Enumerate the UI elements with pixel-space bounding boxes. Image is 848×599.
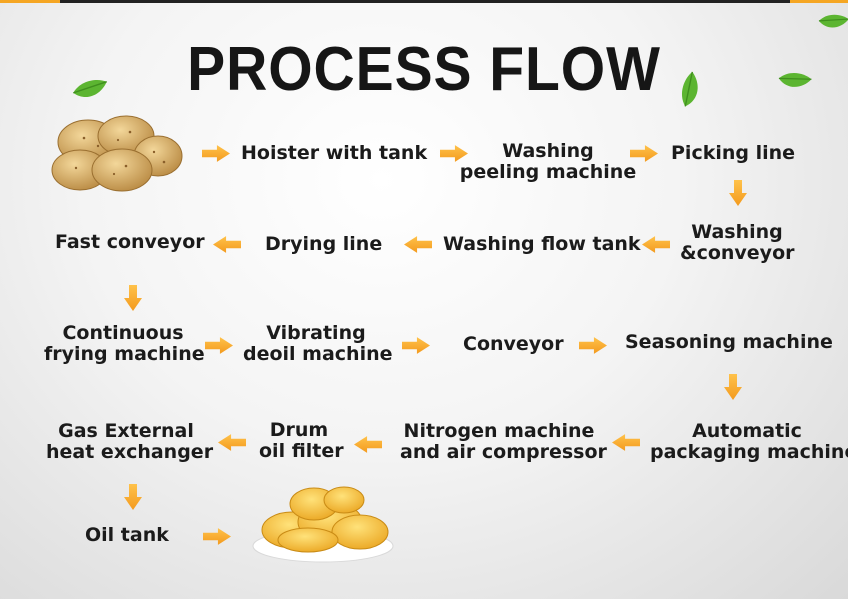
- step-conveyor: Conveyor: [463, 333, 564, 355]
- top-accent-left: [0, 0, 60, 3]
- top-border: [0, 0, 848, 3]
- step-vibrating-deoil: Vibrating deoil machine: [243, 322, 393, 365]
- step-fast-conveyor: Fast conveyor: [55, 231, 205, 253]
- step-continuous-frying: Continuous frying machine: [44, 322, 205, 365]
- arrow-right-icon: [630, 145, 658, 162]
- arrow-down-icon: [729, 180, 747, 206]
- step-picking-line: Picking line: [671, 142, 796, 164]
- step-vibrating-deoil-line1: Vibrating: [266, 322, 366, 344]
- step-washing-flow-tank: Washing flow tank: [443, 233, 641, 255]
- step-automatic-packaging: Automatic packaging machine: [650, 420, 848, 463]
- arrow-left-icon: [642, 236, 670, 253]
- step-vibrating-deoil-line2: deoil machine: [243, 343, 393, 365]
- step-washing-peeling-line1: Washing: [502, 140, 594, 162]
- step-drying-line: Drying line: [265, 233, 383, 255]
- step-gas-heat-exchanger: Gas External heat exchanger: [46, 420, 214, 463]
- step-gas-heat-exchanger-line1: Gas External: [58, 420, 194, 442]
- step-nitrogen-machine: Nitrogen machine and air compressor: [400, 420, 607, 463]
- step-oil-tank: Oil tank: [85, 524, 169, 546]
- arrow-left-icon: [404, 236, 432, 253]
- step-hoister: Hoister with tank: [241, 142, 428, 164]
- step-nitrogen-machine-line2: and air compressor: [400, 441, 607, 463]
- step-drum-oil-filter-line1: Drum: [269, 419, 329, 441]
- chips-icon: [252, 486, 394, 563]
- step-drum-oil-filter: Drum oil filter: [259, 419, 344, 462]
- step-washing-peeling-line2: peeling machine: [459, 161, 637, 183]
- step-washing-peeling: Washing peeling machine: [459, 141, 637, 183]
- step-automatic-packaging-line1: Automatic: [692, 420, 802, 442]
- arrow-right-icon: [203, 528, 231, 545]
- step-continuous-frying-line1: Continuous: [62, 322, 184, 344]
- arrow-right-icon: [402, 337, 430, 354]
- arrow-left-icon: [213, 236, 241, 253]
- step-washing-conveyor: Washing &conveyor: [680, 221, 795, 264]
- step-seasoning-machine: Seasoning machine: [625, 331, 833, 353]
- arrow-down-icon: [124, 484, 142, 510]
- step-gas-heat-exchanger-line2: heat exchanger: [46, 441, 214, 463]
- arrow-down-icon: [124, 285, 142, 311]
- arrow-left-icon: [354, 436, 382, 453]
- step-drum-oil-filter-line2: oil filter: [259, 440, 344, 462]
- arrow-right-icon: [579, 337, 607, 354]
- top-accent-right: [790, 0, 848, 3]
- step-automatic-packaging-line2: packaging machine: [650, 441, 848, 463]
- potato-icon: [51, 115, 183, 192]
- arrow-left-icon: [218, 434, 246, 451]
- step-washing-conveyor-line2: &conveyor: [680, 242, 795, 264]
- step-continuous-frying-line2: frying machine: [44, 343, 205, 365]
- leaf-icon: [814, 8, 848, 38]
- page-title: PROCESS FLOW: [187, 35, 661, 104]
- arrow-right-icon: [205, 337, 233, 354]
- step-washing-conveyor-line1: Washing: [691, 221, 783, 243]
- step-nitrogen-machine-line1: Nitrogen machine: [403, 420, 595, 442]
- arrow-right-icon: [202, 145, 230, 162]
- arrow-down-icon: [724, 374, 742, 400]
- leaf-icon: [70, 78, 110, 104]
- arrow-left-icon: [612, 434, 640, 451]
